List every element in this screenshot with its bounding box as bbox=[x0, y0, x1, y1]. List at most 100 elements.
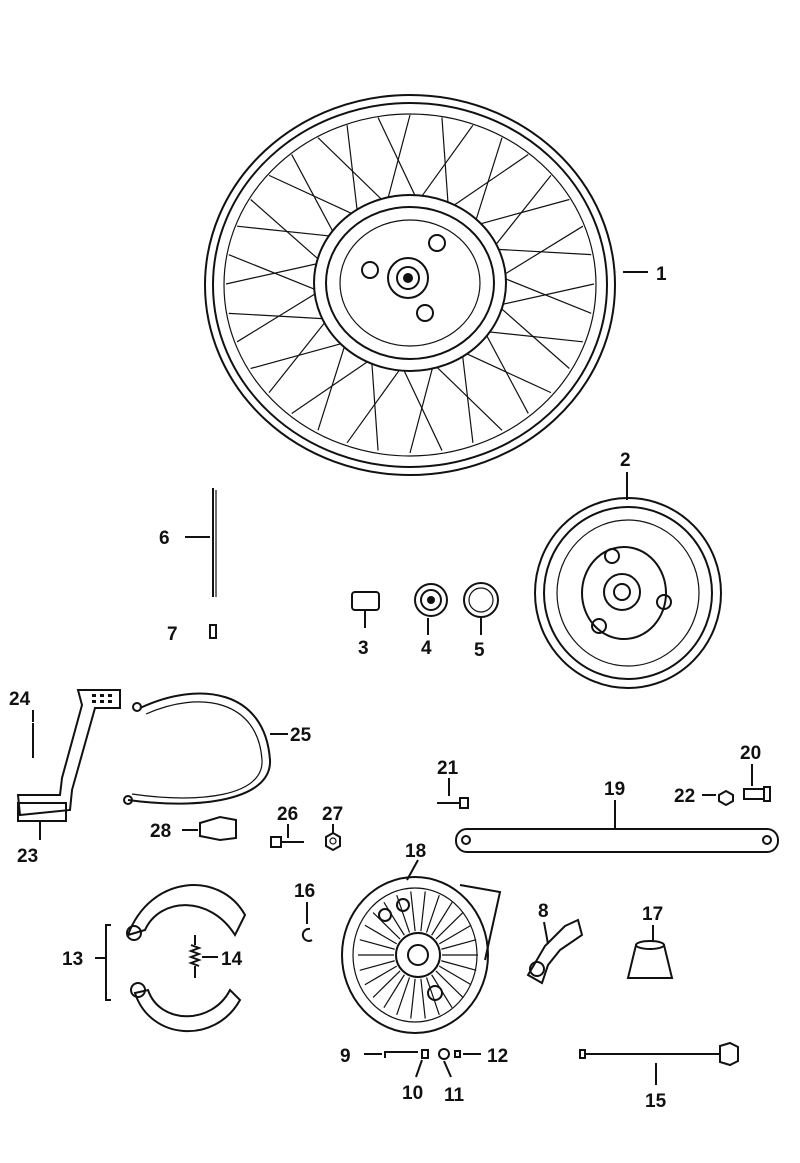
brake-backing-plate bbox=[341, 876, 502, 1034]
callout-15: 15 bbox=[645, 1091, 667, 1112]
callout-22: 22 bbox=[674, 786, 695, 807]
wheel-spoke bbox=[461, 348, 474, 443]
brake-cam-lever bbox=[526, 918, 584, 985]
plate-rib bbox=[420, 891, 426, 932]
callout-labels: 1 2 3 4 5 6 7 8 9 10 11 12 13 14 15 16 1… bbox=[9, 264, 761, 1112]
seal-ring bbox=[463, 582, 499, 618]
plate-rib bbox=[420, 978, 426, 1019]
nut-22 bbox=[718, 789, 734, 807]
wheel-spoke bbox=[228, 254, 323, 293]
wheel-spoke bbox=[415, 124, 474, 205]
wheel-spoke bbox=[400, 363, 443, 451]
plate-rib bbox=[410, 978, 416, 1019]
callout-28: 28 bbox=[150, 821, 171, 842]
plate-rib bbox=[425, 977, 440, 1016]
wheel-spoke bbox=[317, 339, 348, 431]
wheel-spoke bbox=[317, 137, 390, 207]
plate-rib bbox=[383, 902, 405, 936]
circlip bbox=[301, 927, 313, 942]
brake-drum-hub bbox=[534, 497, 722, 689]
wheel-spoke bbox=[495, 302, 570, 369]
wheel-spoke bbox=[250, 199, 325, 266]
brake-rod bbox=[384, 1051, 418, 1058]
plate-rib bbox=[359, 960, 395, 971]
torque-arm bbox=[455, 828, 779, 853]
return-spring bbox=[188, 935, 202, 978]
callout-13: 13 bbox=[62, 949, 83, 970]
wheel-spoke bbox=[458, 349, 552, 394]
bolt-21 bbox=[437, 797, 469, 809]
wheel-spoke bbox=[228, 312, 331, 320]
wheel-spoke bbox=[481, 330, 583, 343]
plate-rib bbox=[441, 939, 477, 950]
wheel-spoke bbox=[470, 198, 570, 227]
wheel-spoke bbox=[237, 225, 339, 238]
callout-9: 9 bbox=[340, 1046, 351, 1067]
wheel-spoke bbox=[250, 341, 350, 370]
plate-rib bbox=[441, 960, 477, 971]
plate-rib bbox=[438, 965, 472, 986]
bolt-20 bbox=[743, 786, 771, 802]
plate-rib bbox=[372, 912, 401, 940]
callout-8: 8 bbox=[538, 901, 549, 922]
callout-3: 3 bbox=[358, 638, 369, 659]
callout-26: 26 bbox=[277, 804, 298, 825]
callout-18: 18 bbox=[405, 841, 426, 862]
callout-2: 2 bbox=[620, 450, 631, 471]
wheel-spoke bbox=[497, 275, 592, 314]
wheel-axle bbox=[579, 1041, 739, 1067]
callout-19: 19 bbox=[604, 779, 625, 800]
callout-1: 1 bbox=[656, 264, 667, 285]
spoke bbox=[212, 488, 217, 597]
washer-11 bbox=[438, 1048, 450, 1060]
leader-lines bbox=[32, 271, 753, 1085]
callout-23: 23 bbox=[17, 846, 38, 867]
spoke-nipple bbox=[209, 624, 217, 639]
plate-rib bbox=[438, 924, 472, 945]
plate-rib bbox=[431, 902, 453, 936]
brake-pedal bbox=[16, 689, 121, 822]
spoked-wheel-assembly bbox=[204, 94, 616, 476]
ball-bearing bbox=[414, 583, 448, 617]
callout-21: 21 bbox=[437, 758, 459, 779]
plate-rib bbox=[372, 970, 401, 998]
plate-rib bbox=[410, 891, 416, 932]
wheel-spoke bbox=[385, 114, 411, 208]
callout-10: 10 bbox=[402, 1083, 423, 1104]
plate-rib bbox=[425, 894, 440, 933]
callout-6: 6 bbox=[159, 528, 170, 549]
callout-25: 25 bbox=[290, 725, 312, 746]
wheel-spoke bbox=[291, 154, 338, 240]
callout-20: 20 bbox=[740, 743, 761, 764]
callout-5: 5 bbox=[474, 640, 485, 661]
bolt-26 bbox=[270, 836, 304, 848]
wheel-spoke bbox=[291, 356, 375, 414]
wheel-spoke bbox=[445, 154, 529, 212]
brake-shoes bbox=[126, 884, 247, 1033]
wheel-spoke bbox=[489, 248, 592, 256]
spacer-sleeve bbox=[351, 591, 380, 611]
plate-rib bbox=[383, 974, 405, 1008]
wheel-spoke bbox=[482, 328, 529, 414]
brake-cable bbox=[123, 692, 272, 805]
callout-24: 24 bbox=[9, 689, 31, 710]
plate-rib bbox=[359, 939, 395, 950]
wheel-spoke bbox=[268, 174, 362, 219]
plate-rib bbox=[364, 965, 398, 986]
wheel-spoke bbox=[377, 117, 420, 205]
callout-7: 7 bbox=[167, 624, 178, 645]
callout-12: 12 bbox=[487, 1046, 508, 1067]
nut-27 bbox=[325, 831, 341, 852]
callout-14: 14 bbox=[221, 949, 243, 970]
rubber-boot bbox=[199, 815, 237, 842]
wheel-spoke bbox=[370, 355, 379, 451]
callout-4: 4 bbox=[421, 638, 432, 659]
plate-rib bbox=[364, 924, 398, 945]
callout-17: 17 bbox=[642, 904, 663, 925]
wheel-spoke bbox=[409, 360, 435, 454]
callout-16: 16 bbox=[294, 881, 315, 902]
wheel-spoke bbox=[346, 125, 359, 220]
rubber-bushing bbox=[626, 940, 674, 979]
wheel-spoke bbox=[346, 363, 405, 444]
